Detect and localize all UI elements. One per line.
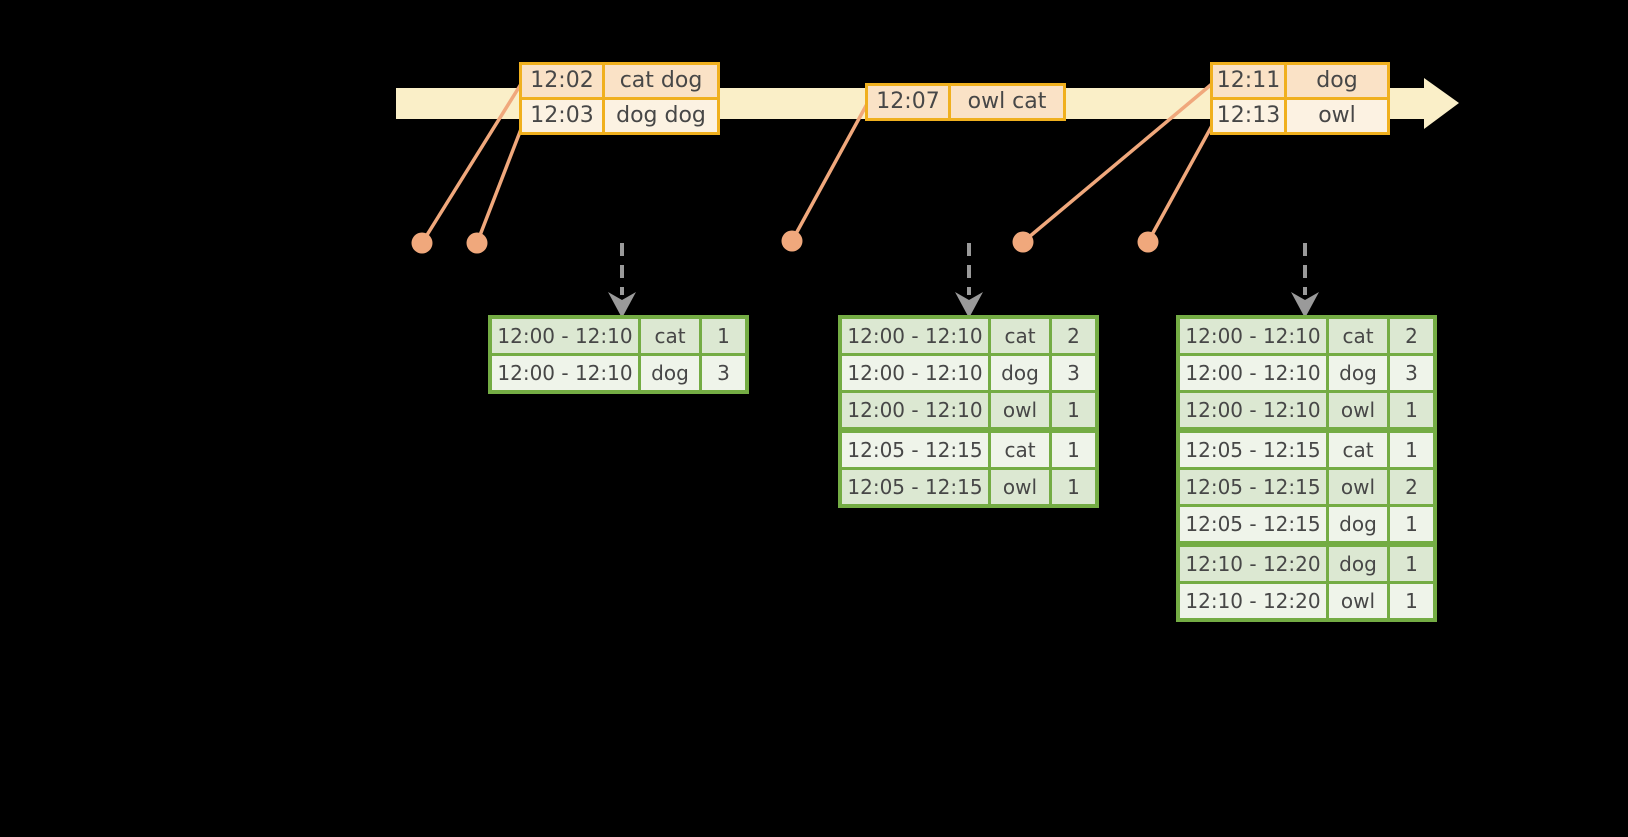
event-time-cell: 12:11 (1213, 65, 1284, 97)
count-cell: 1 (1052, 470, 1095, 504)
count-cell: 3 (1052, 356, 1095, 390)
event-time-dot (1137, 231, 1159, 253)
window-cell: 12:00 - 12:10 (842, 356, 988, 390)
event-time-cell: 12:02 (522, 65, 602, 97)
window-cell: 12:05 - 12:15 (842, 470, 988, 504)
count-cell: 1 (702, 319, 745, 353)
window-cell: 12:00 - 12:10 (842, 319, 988, 353)
window-cell: 12:05 - 12:15 (1180, 470, 1326, 504)
word-cell: dog (1329, 356, 1387, 390)
result-table-2: 12:00 - 12:10 cat 2 12:00 - 12:10 dog 3 … (838, 315, 1099, 508)
word-cell: owl (1329, 393, 1387, 427)
count-cell: 1 (1052, 393, 1095, 427)
window-cell: 12:00 - 12:10 (1180, 356, 1326, 390)
event-row: 12:07 owl cat (868, 86, 1063, 118)
count-cell: 3 (702, 356, 745, 390)
event-connector-line (790, 103, 869, 242)
event-time-dot (1012, 231, 1034, 253)
result-row: 12:00 - 12:10 owl 1 (842, 393, 1095, 427)
word-cell: dog (1329, 507, 1387, 541)
event-time-dot (781, 230, 803, 252)
word-cell: owl (991, 393, 1049, 427)
result-row: 12:05 - 12:15 cat 1 (842, 433, 1095, 467)
count-cell: 1 (1390, 507, 1433, 541)
result-table-3: 12:00 - 12:10 cat 2 12:00 - 12:10 dog 3 … (1176, 315, 1437, 622)
word-cell: dog (641, 356, 699, 390)
event-row: 12:02 cat dog (522, 65, 717, 97)
event-row: 12:13 owl (1213, 100, 1387, 132)
result-row: 12:00 - 12:10 dog 3 (492, 356, 745, 390)
window-cell: 12:00 - 12:10 (1180, 319, 1326, 353)
event-time-cell: 12:07 (868, 86, 948, 118)
event-time-dot (466, 232, 488, 254)
window-cell: 12:00 - 12:10 (842, 393, 988, 427)
count-cell: 3 (1390, 356, 1433, 390)
word-cell: dog (1329, 547, 1387, 581)
word-cell: cat (1329, 433, 1387, 467)
event-row: 12:03 dog dog (522, 100, 717, 132)
window-cell: 12:00 - 12:10 (492, 356, 638, 390)
result-arrowhead-icon (1291, 292, 1319, 318)
result-row: 12:00 - 12:10 owl 1 (1180, 393, 1433, 427)
window-cell: 12:00 - 12:10 (492, 319, 638, 353)
word-cell: owl (1329, 470, 1387, 504)
timeline-arrowhead-icon (1424, 78, 1459, 129)
count-cell: 2 (1390, 319, 1433, 353)
word-cell: dog (991, 356, 1049, 390)
event-time-dot (411, 232, 433, 254)
event-words-cell: dog (1287, 65, 1387, 97)
count-cell: 1 (1390, 433, 1433, 467)
window-cell: 12:10 - 12:20 (1180, 547, 1326, 581)
result-arrowhead-icon (955, 292, 983, 318)
word-cell: owl (991, 470, 1049, 504)
window-cell: 12:00 - 12:10 (1180, 393, 1326, 427)
result-arrowhead-icon (608, 292, 636, 318)
event-table-2: 12:07 owl cat (865, 83, 1066, 121)
result-row: 12:05 - 12:15 cat 1 (1180, 433, 1433, 467)
count-cell: 2 (1052, 319, 1095, 353)
result-row: 12:00 - 12:10 cat 2 (842, 319, 1095, 353)
word-cell: cat (991, 319, 1049, 353)
event-table-3: 12:11 dog 12:13 owl (1210, 62, 1390, 135)
result-row: 12:10 - 12:20 owl 1 (1180, 584, 1433, 618)
count-cell: 1 (1390, 547, 1433, 581)
word-cell: cat (641, 319, 699, 353)
result-row: 12:00 - 12:10 cat 1 (492, 319, 745, 353)
result-row: 12:00 - 12:10 dog 3 (842, 356, 1095, 390)
event-connector-line (1021, 81, 1215, 244)
result-row: 12:00 - 12:10 cat 2 (1180, 319, 1433, 353)
window-cell: 12:05 - 12:15 (842, 433, 988, 467)
count-cell: 1 (1390, 584, 1433, 618)
result-row: 12:05 - 12:15 owl 2 (1180, 470, 1433, 504)
event-time-cell: 12:13 (1213, 100, 1284, 132)
event-words-cell: owl cat (951, 86, 1063, 118)
result-row: 12:05 - 12:15 dog 1 (1180, 507, 1433, 541)
result-row: 12:10 - 12:20 dog 1 (1180, 547, 1433, 581)
result-row: 12:05 - 12:15 owl 1 (842, 470, 1095, 504)
window-cell: 12:05 - 12:15 (1180, 433, 1326, 467)
word-cell: cat (991, 433, 1049, 467)
event-connector-line (475, 123, 525, 244)
event-words-cell: cat dog (605, 65, 717, 97)
result-table-1: 12:00 - 12:10 cat 1 12:00 - 12:10 dog 3 (488, 315, 749, 394)
window-cell: 12:05 - 12:15 (1180, 507, 1326, 541)
result-row: 12:00 - 12:10 dog 3 (1180, 356, 1433, 390)
count-cell: 1 (1390, 393, 1433, 427)
event-time-cell: 12:03 (522, 100, 602, 132)
event-connector-line (1146, 121, 1216, 243)
event-table-1: 12:02 cat dog 12:03 dog dog (519, 62, 720, 135)
event-words-cell: dog dog (605, 100, 717, 132)
word-cell: cat (1329, 319, 1387, 353)
window-cell: 12:10 - 12:20 (1180, 584, 1326, 618)
word-cell: owl (1329, 584, 1387, 618)
count-cell: 1 (1052, 433, 1095, 467)
event-row: 12:11 dog (1213, 65, 1387, 97)
count-cell: 2 (1390, 470, 1433, 504)
event-connector-line (420, 83, 523, 244)
event-words-cell: owl (1287, 100, 1387, 132)
